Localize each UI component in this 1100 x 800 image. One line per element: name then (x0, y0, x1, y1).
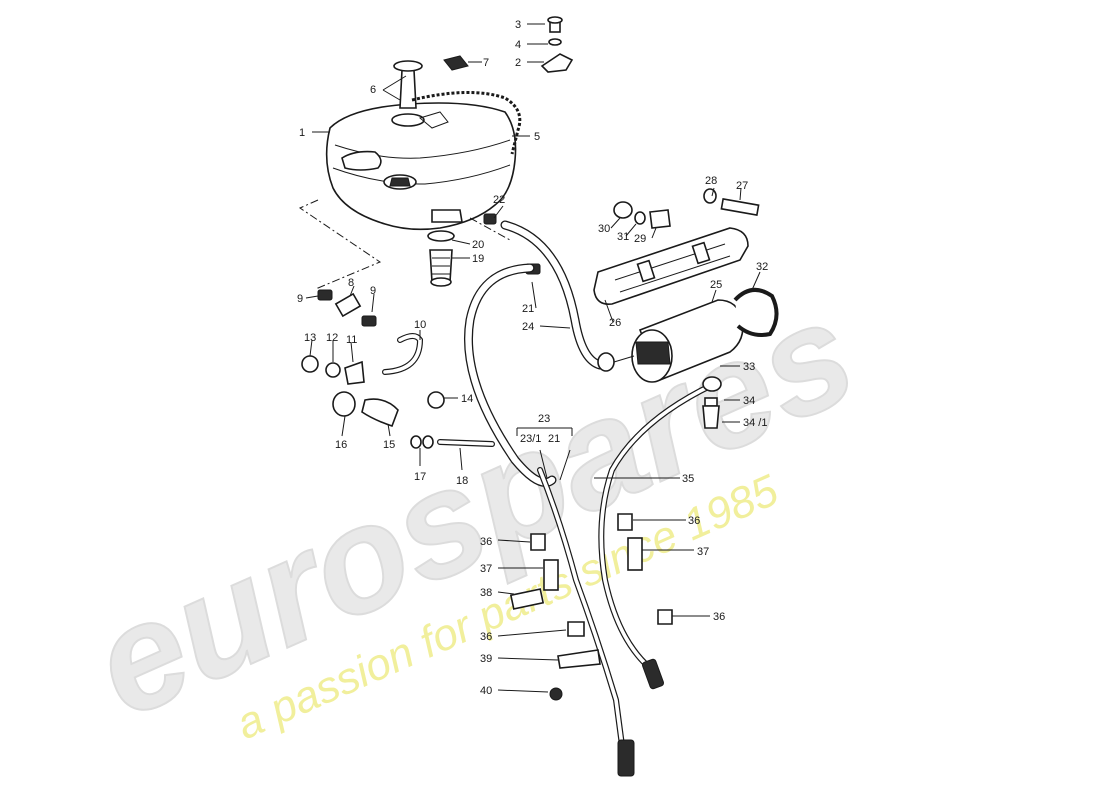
label-1: 1 (299, 127, 305, 139)
label-17: 17 (414, 471, 426, 483)
label-16: 16 (335, 439, 347, 451)
filler-neck (393, 60, 423, 109)
label-34-1: 34 /1 (743, 417, 767, 429)
label-28: 28 (705, 175, 717, 187)
label-15: 15 (383, 439, 395, 451)
label-7: 7 (483, 57, 489, 69)
label-23-1: 23/1 (520, 433, 541, 445)
label-9-left: 9 (297, 293, 303, 305)
label-2: 2 (515, 57, 521, 69)
label-36-a: 36 (480, 536, 492, 548)
label-23: 23 (538, 413, 550, 425)
label-29: 29 (634, 233, 646, 245)
fuel-tank (325, 102, 517, 231)
label-36-c: 36 (480, 631, 492, 643)
watermark: eurospares a passion for parts since 198… (69, 266, 878, 750)
label-21-upper: 21 (522, 303, 534, 315)
label-9-right: 9 (370, 285, 376, 297)
part-labels: 3 4 7 2 6 1 5 22 28 27 30 31 29 20 19 32… (297, 19, 768, 697)
small-parts-right (702, 376, 722, 429)
label-18: 18 (456, 475, 468, 487)
label-11: 11 (346, 334, 357, 346)
pump-bracket (593, 227, 749, 306)
label-40: 40 (480, 685, 492, 697)
mount-bolt (703, 188, 760, 216)
label-31: 31 (617, 231, 629, 243)
small-parts-bottom (509, 513, 673, 701)
pump-clamp-band (733, 288, 779, 337)
label-5: 5 (534, 131, 540, 143)
label-38: 38 (480, 587, 492, 599)
label-22: 22 (493, 194, 505, 206)
small-parts-left (301, 289, 495, 449)
label-19: 19 (472, 253, 484, 265)
label-36-b: 36 (688, 515, 700, 527)
label-32: 32 (756, 261, 768, 273)
label-4: 4 (515, 39, 521, 51)
rubber-mounts (613, 201, 671, 229)
label-8: 8 (348, 277, 354, 289)
label-37-b: 37 (697, 546, 709, 558)
label-24: 24 (522, 321, 534, 333)
label-25: 25 (710, 279, 722, 291)
label-27: 27 (736, 180, 748, 192)
label-10: 10 (414, 319, 426, 331)
fuel-pump (597, 299, 744, 383)
label-30: 30 (598, 223, 610, 235)
label-21-lower: 21 (548, 433, 560, 445)
label-39: 39 (480, 653, 492, 665)
label-34: 34 (743, 395, 755, 407)
return-lines (537, 382, 715, 777)
leader-dashdot (469, 217, 511, 241)
label-33: 33 (743, 361, 755, 373)
label-20: 20 (472, 239, 484, 251)
leader-lines (305, 23, 761, 693)
label-37-a: 37 (480, 563, 492, 575)
label-26: 26 (609, 317, 621, 329)
strainer (427, 230, 455, 287)
fuel-hose (463, 220, 605, 487)
label-6: 6 (370, 84, 376, 96)
label-14: 14 (461, 393, 473, 405)
vent-tube (411, 91, 522, 155)
label-13: 13 (304, 332, 316, 344)
hardware-top (443, 16, 574, 73)
label-35: 35 (682, 473, 694, 485)
label-3: 3 (515, 19, 521, 31)
label-36-d: 36 (713, 611, 725, 623)
label-12: 12 (326, 332, 338, 344)
